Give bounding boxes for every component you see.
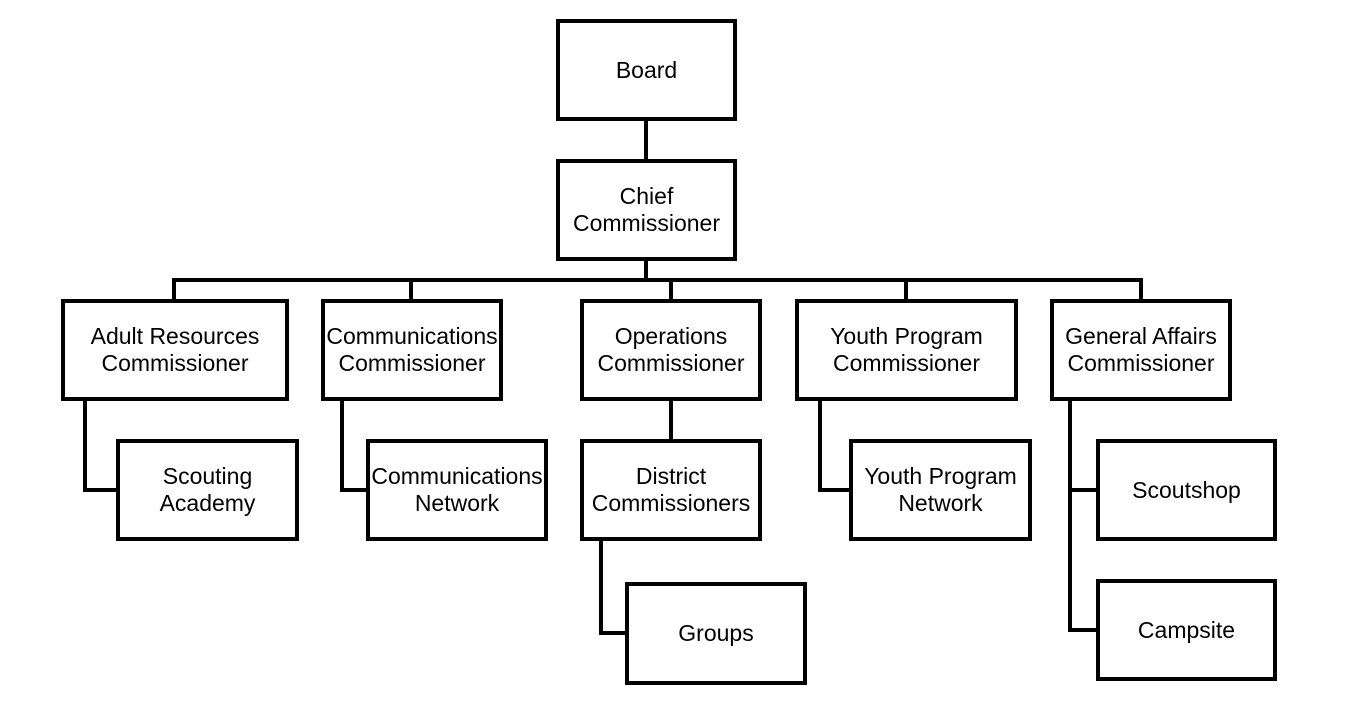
node-campsite: Campsite <box>1096 579 1277 681</box>
node-chief-commissioner: Chief Commissioner <box>556 159 737 261</box>
node-communications-commissioner: Communications Commissioner <box>321 299 503 401</box>
node-youth-program-network: Youth Program Network <box>849 439 1032 541</box>
node-scoutshop: Scoutshop <box>1096 439 1277 541</box>
node-groups: Groups <box>625 582 807 685</box>
node-adult-resources-commissioner: Adult Resources Commissioner <box>61 299 289 401</box>
node-youth-program-commissioner: Youth Program Commissioner <box>795 299 1018 401</box>
node-general-affairs-commissioner: General Affairs Commissioner <box>1050 299 1232 401</box>
node-communications-network: Communications Network <box>366 439 548 541</box>
node-board: Board <box>556 19 737 121</box>
node-operations-commissioner: Operations Commissioner <box>580 299 762 401</box>
node-scouting-academy: Scouting Academy <box>116 439 299 541</box>
node-district-commissioners: District Commissioners <box>580 439 762 541</box>
